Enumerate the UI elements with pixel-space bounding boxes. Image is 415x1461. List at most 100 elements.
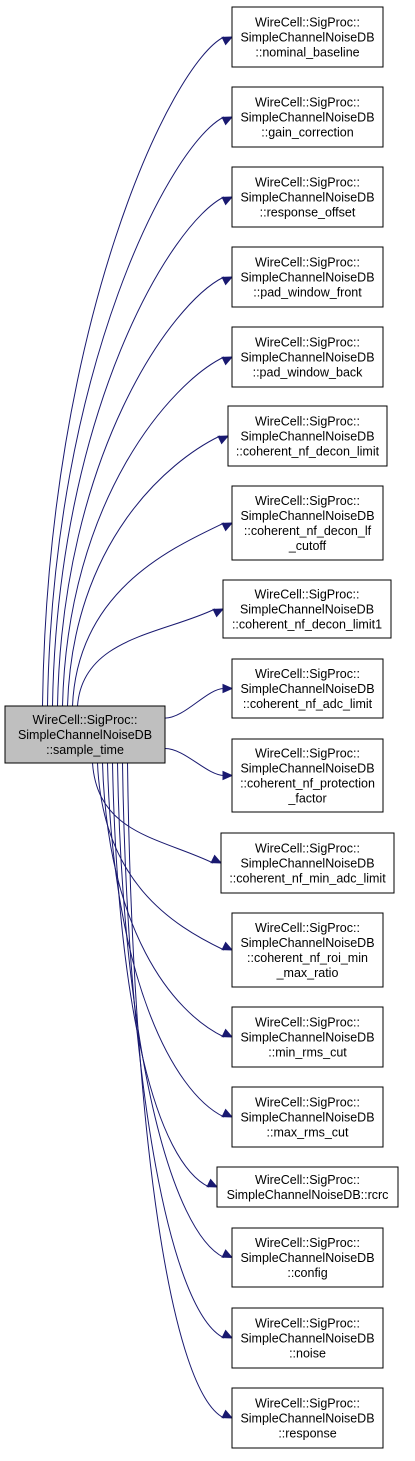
callee-node-coherent-nf-decon-limit1-box <box>222 579 392 639</box>
callee-node-coherent-nf-adc-limit-label-line: ::coherent_nf_adc_limit <box>243 697 373 711</box>
caller-node-sample-time-label-line: WireCell::SigProc:: <box>33 713 138 727</box>
callee-node-response-offset-label-line: SimpleChannelNoiseDB <box>240 191 374 205</box>
caller-node-sample-time-label-line: SimpleChannelNoiseDB <box>18 728 152 742</box>
edges <box>42 36 234 1419</box>
callee-node-coherent-nf-protection-factor-label-line: WireCell::SigProc:: <box>255 747 360 761</box>
edge-to-response-offset <box>52 196 225 707</box>
callee-node-pad-window-front[interactable]: WireCell::SigProc::SimpleChannelNoiseDB:… <box>231 246 384 308</box>
callee-node-coherent-nf-decon-limit-label-line: ::coherent_nf_decon_limit <box>236 445 380 459</box>
callee-node-nominal-baseline-label-line: ::nominal_baseline <box>255 46 359 60</box>
callee-node-coherent-nf-min-adc-limit[interactable]: WireCell::SigProc::SimpleChannelNoiseDB:… <box>220 832 395 894</box>
callee-node-coherent-nf-decon-limit1-label-line: WireCell::SigProc:: <box>255 588 360 602</box>
callee-node-noise-box <box>231 1307 384 1369</box>
edge-to-response-arrowhead <box>221 1409 234 1419</box>
callee-node-pad-window-back-box <box>231 326 384 388</box>
edge-to-config-arrowhead <box>221 1249 234 1259</box>
callee-node-min-rms-cut-label-line: WireCell::SigProc:: <box>255 1016 360 1030</box>
callee-node-coherent-nf-adc-limit-label-line: WireCell::SigProc:: <box>255 667 360 681</box>
callee-node-max-rms-cut-label-line: ::max_rms_cut <box>267 1126 349 1140</box>
callee-node-response-label-line: SimpleChannelNoiseDB <box>240 1412 374 1426</box>
edge-to-rcrc <box>112 762 210 1188</box>
edge-to-pad-window-front-arrowhead <box>221 276 234 286</box>
callee-node-max-rms-cut-label-line: WireCell::SigProc:: <box>255 1096 360 1110</box>
callee-node-pad-window-back[interactable]: WireCell::SigProc::SimpleChannelNoiseDB:… <box>231 326 384 388</box>
callee-node-coherent-nf-protection-factor-label-line: SimpleChannelNoiseDB <box>240 762 374 776</box>
callee-node-coherent-nf-roi-min-max-ratio-label-line: WireCell::SigProc:: <box>255 921 360 935</box>
callee-node-coherent-nf-decon-lf-cutoff-label-line: ::coherent_nf_decon_lf <box>244 524 372 538</box>
callee-node-coherent-nf-decon-lf-cutoff-label-line: SimpleChannelNoiseDB <box>240 509 374 523</box>
callee-node-coherent-nf-min-adc-limit-label-line: WireCell::SigProc:: <box>255 842 360 856</box>
callee-node-coherent-nf-min-adc-limit-label-line: ::coherent_nf_min_adc_limit <box>229 872 386 886</box>
callee-node-coherent-nf-decon-limit-label-line: WireCell::SigProc:: <box>255 415 360 429</box>
callee-node-response[interactable]: WireCell::SigProc::SimpleChannelNoiseDB:… <box>231 1387 384 1449</box>
callee-node-coherent-nf-decon-limit1[interactable]: WireCell::SigProc::SimpleChannelNoiseDB:… <box>222 579 392 639</box>
callee-node-coherent-nf-adc-limit[interactable]: WireCell::SigProc::SimpleChannelNoiseDB:… <box>231 658 384 719</box>
callee-node-noise-label-line: WireCell::SigProc:: <box>255 1317 360 1331</box>
edge-to-coherent-nf-roi-min-max-ratio-arrowhead <box>221 941 234 951</box>
callee-node-config[interactable]: WireCell::SigProc::SimpleChannelNoiseDB:… <box>231 1227 384 1288</box>
callee-node-pad-window-back-label-line: WireCell::SigProc:: <box>255 336 360 350</box>
edge-to-rcrc-arrowhead <box>206 1178 219 1188</box>
callee-node-response-offset-label-line: ::response_offset <box>260 206 356 220</box>
callee-node-coherent-nf-decon-lf-cutoff-label-line: _cutoff <box>288 539 327 553</box>
callee-node-response-offset[interactable]: WireCell::SigProc::SimpleChannelNoiseDB:… <box>231 166 384 228</box>
callee-node-max-rms-cut-box <box>231 1086 384 1148</box>
callee-node-coherent-nf-roi-min-max-ratio-box <box>231 912 384 988</box>
callee-node-min-rms-cut-box <box>231 1006 384 1068</box>
callee-node-coherent-nf-decon-limit-box <box>227 405 388 467</box>
callee-node-pad-window-back-label-line: SimpleChannelNoiseDB <box>240 351 374 365</box>
callee-node-config-label-line: WireCell::SigProc:: <box>255 1236 360 1250</box>
callee-node-coherent-nf-roi-min-max-ratio-label-line: ::coherent_nf_roi_min <box>247 951 368 965</box>
callee-node-nominal-baseline[interactable]: WireCell::SigProc::SimpleChannelNoiseDB:… <box>231 6 384 68</box>
edge-to-gain-correction-arrowhead <box>221 116 234 126</box>
edge-to-coherent-nf-decon-limit-arrowhead <box>217 435 230 445</box>
callee-node-pad-window-front-box <box>231 246 384 308</box>
caller-node-sample-time[interactable]: WireCell::SigProc::SimpleChannelNoiseDB:… <box>4 705 166 764</box>
nodes: WireCell::SigProc::SimpleChannelNoiseDB:… <box>4 6 399 1449</box>
callee-node-response-box <box>231 1387 384 1449</box>
edge-to-noise-arrowhead <box>221 1329 234 1339</box>
edge-to-nominal-baseline <box>42 36 225 707</box>
callee-node-coherent-nf-decon-lf-cutoff-box <box>231 485 384 561</box>
edge-to-min-rms-cut <box>102 762 225 1038</box>
callee-node-min-rms-cut-label-line: SimpleChannelNoiseDB <box>240 1031 374 1045</box>
edge-to-max-rms-cut-arrowhead <box>221 1108 234 1118</box>
callee-node-gain-correction-label-line: SimpleChannelNoiseDB <box>240 111 374 125</box>
callee-node-pad-window-back-label-line: ::pad_window_back <box>253 366 364 380</box>
callee-node-coherent-nf-decon-limit[interactable]: WireCell::SigProc::SimpleChannelNoiseDB:… <box>227 405 388 467</box>
edge-to-max-rms-cut <box>107 762 225 1118</box>
edge-to-noise <box>122 762 225 1339</box>
callee-node-coherent-nf-decon-lf-cutoff[interactable]: WireCell::SigProc::SimpleChannelNoiseDB:… <box>231 485 384 561</box>
callee-node-response-offset-label-line: WireCell::SigProc:: <box>255 176 360 190</box>
edge-to-coherent-nf-min-adc-limit <box>92 762 214 864</box>
callee-node-min-rms-cut[interactable]: WireCell::SigProc::SimpleChannelNoiseDB:… <box>231 1006 384 1068</box>
edge-to-min-rms-cut-arrowhead <box>221 1028 234 1038</box>
callee-node-coherent-nf-protection-factor-label-line: ::coherent_nf_protection <box>240 777 375 791</box>
edge-to-coherent-nf-decon-lf-cutoff-arrowhead <box>221 522 234 532</box>
callee-node-coherent-nf-decon-limit-label-line: SimpleChannelNoiseDB <box>240 430 374 444</box>
callee-node-gain-correction-label-line: ::gain_correction <box>261 126 353 140</box>
callee-node-coherent-nf-roi-min-max-ratio[interactable]: WireCell::SigProc::SimpleChannelNoiseDB:… <box>231 912 384 988</box>
caller-node-sample-time-label-line: ::sample_time <box>46 743 124 757</box>
callee-node-rcrc[interactable]: WireCell::SigProc::SimpleChannelNoiseDB:… <box>216 1166 399 1208</box>
callee-node-noise-label-line: ::noise <box>289 1347 326 1361</box>
edge-to-coherent-nf-protection-factor-arrowhead <box>222 770 234 781</box>
callee-node-rcrc-label-line: WireCell::SigProc:: <box>255 1173 360 1187</box>
callee-node-gain-correction-box <box>231 86 384 148</box>
callee-node-coherent-nf-roi-min-max-ratio-label-line: SimpleChannelNoiseDB <box>240 936 374 950</box>
edge-to-coherent-nf-decon-limit1 <box>77 608 216 707</box>
callee-node-max-rms-cut[interactable]: WireCell::SigProc::SimpleChannelNoiseDB:… <box>231 1086 384 1148</box>
callee-node-noise[interactable]: WireCell::SigProc::SimpleChannelNoiseDB:… <box>231 1307 384 1369</box>
callee-node-gain-correction-label-line: WireCell::SigProc:: <box>255 96 360 110</box>
callee-node-nominal-baseline-label-line: WireCell::SigProc:: <box>255 16 360 30</box>
callee-node-config-label-line: SimpleChannelNoiseDB <box>240 1251 374 1265</box>
callee-node-config-label-line: ::config <box>287 1266 327 1280</box>
callee-node-gain-correction[interactable]: WireCell::SigProc::SimpleChannelNoiseDB:… <box>231 86 384 148</box>
edge-to-coherent-nf-decon-limit <box>67 435 221 707</box>
callee-node-config-box <box>231 1227 384 1288</box>
edge-to-gain-correction <box>47 116 225 707</box>
callee-node-nominal-baseline-box <box>231 6 384 68</box>
callee-node-coherent-nf-protection-factor[interactable]: WireCell::SigProc::SimpleChannelNoiseDB:… <box>231 738 384 813</box>
callee-node-response-offset-box <box>231 166 384 228</box>
callee-node-coherent-nf-adc-limit-box <box>231 658 384 719</box>
